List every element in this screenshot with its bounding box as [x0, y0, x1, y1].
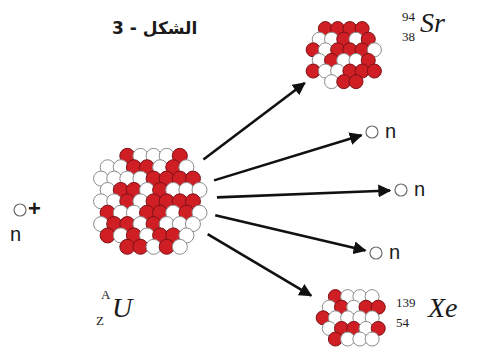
neutron-ball — [370, 247, 382, 259]
nucleus: 9438Sr — [299, 10, 387, 98]
element-symbol: Xe — [428, 294, 458, 322]
neutron-ball — [172, 239, 187, 254]
neutron-drawing — [13, 203, 27, 217]
neutron-ball — [366, 126, 378, 138]
proton — [367, 64, 381, 78]
nuclide-number: 139 — [396, 296, 416, 309]
element-symbol: U — [112, 294, 132, 322]
neutron: n — [369, 246, 383, 260]
nuclide-number: 94 — [402, 10, 415, 23]
reaction-arrow — [217, 190, 390, 197]
neutron: n — [13, 203, 27, 217]
neutron-ball — [365, 332, 379, 346]
nuclide-number: 54 — [396, 316, 409, 329]
nucleus-drawing — [309, 278, 389, 358]
neutron-ball — [14, 204, 26, 216]
reaction-arrow — [208, 234, 312, 295]
reaction-arrow — [215, 215, 365, 250]
neutron: n — [365, 125, 379, 139]
particle-label: n — [10, 224, 21, 244]
nucleus-drawing — [86, 136, 214, 264]
plus-sign: + — [28, 198, 41, 220]
reaction-arrow — [214, 135, 361, 180]
neutron-drawing — [369, 246, 383, 260]
neutron: n — [394, 183, 408, 197]
nucleus: AZU — [86, 136, 214, 264]
proton — [349, 75, 363, 89]
nuclide-number: Z — [96, 314, 104, 327]
particle-label: n — [385, 121, 396, 141]
nuclide-number: A — [101, 288, 110, 301]
reaction-arrow — [203, 83, 304, 160]
particle-label: n — [389, 242, 400, 262]
particle-label: n — [414, 179, 425, 199]
nucleus: 13954Xe — [309, 278, 389, 358]
nucleus-drawing — [299, 10, 387, 98]
neutron-drawing — [394, 183, 408, 197]
element-symbol: Sr — [420, 9, 445, 37]
neutron-drawing — [365, 125, 379, 139]
nuclide-number: 38 — [402, 30, 415, 43]
neutron-ball — [395, 184, 407, 196]
figure-title: الشكل - 3 — [112, 20, 197, 37]
